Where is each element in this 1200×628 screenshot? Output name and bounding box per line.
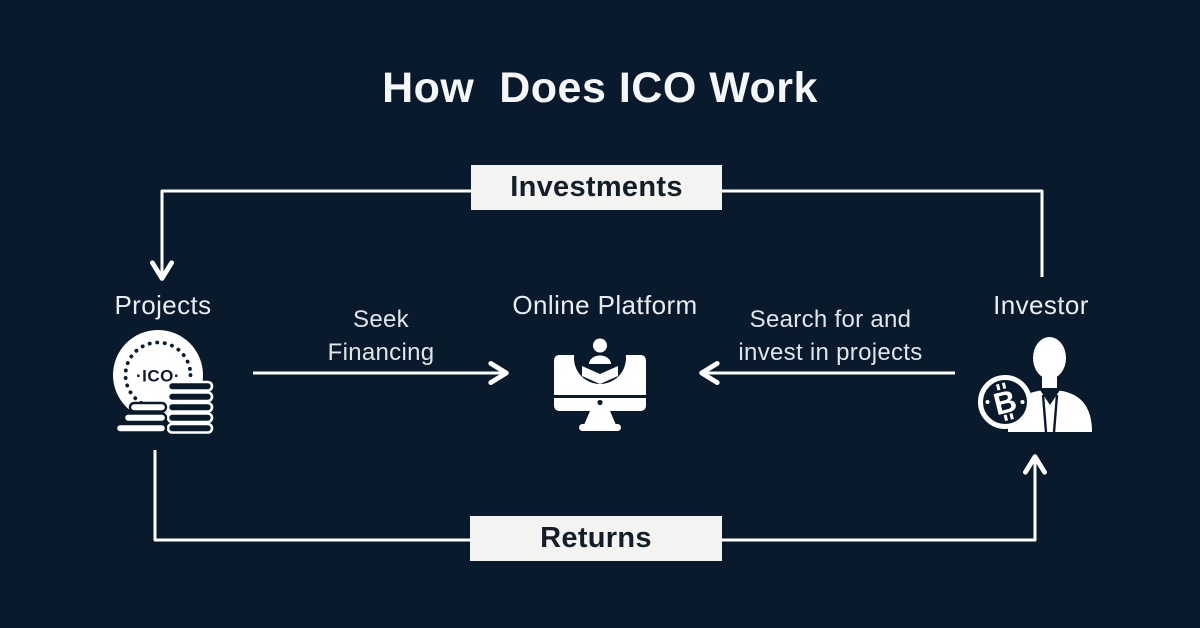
monitor-stand (584, 411, 616, 425)
coin-dotted-ring (123, 340, 193, 410)
search-invest-label: Search for and invest in projects (703, 303, 958, 369)
monitor-user-icon (554, 332, 646, 431)
projects-node-label: Projects (114, 290, 212, 320)
ico-coin-icon: ·ICO· (113, 330, 214, 434)
user-open-book (582, 366, 618, 384)
page-title: How Does ICO Work (382, 64, 818, 112)
investments-box: Investments (471, 165, 722, 210)
coin-ico-text: ·ICO· (136, 367, 180, 386)
bitcoin-coin-dot-right (1020, 400, 1025, 404)
investor-collar (1040, 390, 1060, 405)
search-invest-line2: invest in projects (738, 339, 923, 366)
investor-lapel-left (1041, 394, 1048, 432)
seek-financing-line2: Financing (327, 339, 435, 366)
investor-lapel-right (1052, 394, 1059, 432)
investor-head (1033, 337, 1066, 379)
coin-stacks (114, 380, 214, 434)
monitor-divider (554, 395, 646, 398)
monitor-base (579, 424, 621, 431)
returns-box: Returns (470, 516, 722, 561)
bitcoin-coin (978, 375, 1032, 429)
user-head (593, 338, 607, 353)
investments-label: Investments (510, 171, 683, 203)
investor-node-label: Investor (993, 290, 1089, 320)
seek-financing-line1: Seek (353, 306, 409, 333)
bitcoin-coin-dot-left (985, 400, 990, 404)
returns-label: Returns (540, 522, 652, 554)
investor-bitcoin-icon: B (978, 337, 1092, 432)
seek-financing-label: Seek Financing (256, 303, 506, 369)
search-invest-line1: Search for and (749, 306, 912, 333)
user-shoulders (589, 355, 611, 364)
online-platform-node-label: Online Platform (512, 290, 698, 320)
monitor-button (597, 399, 603, 406)
